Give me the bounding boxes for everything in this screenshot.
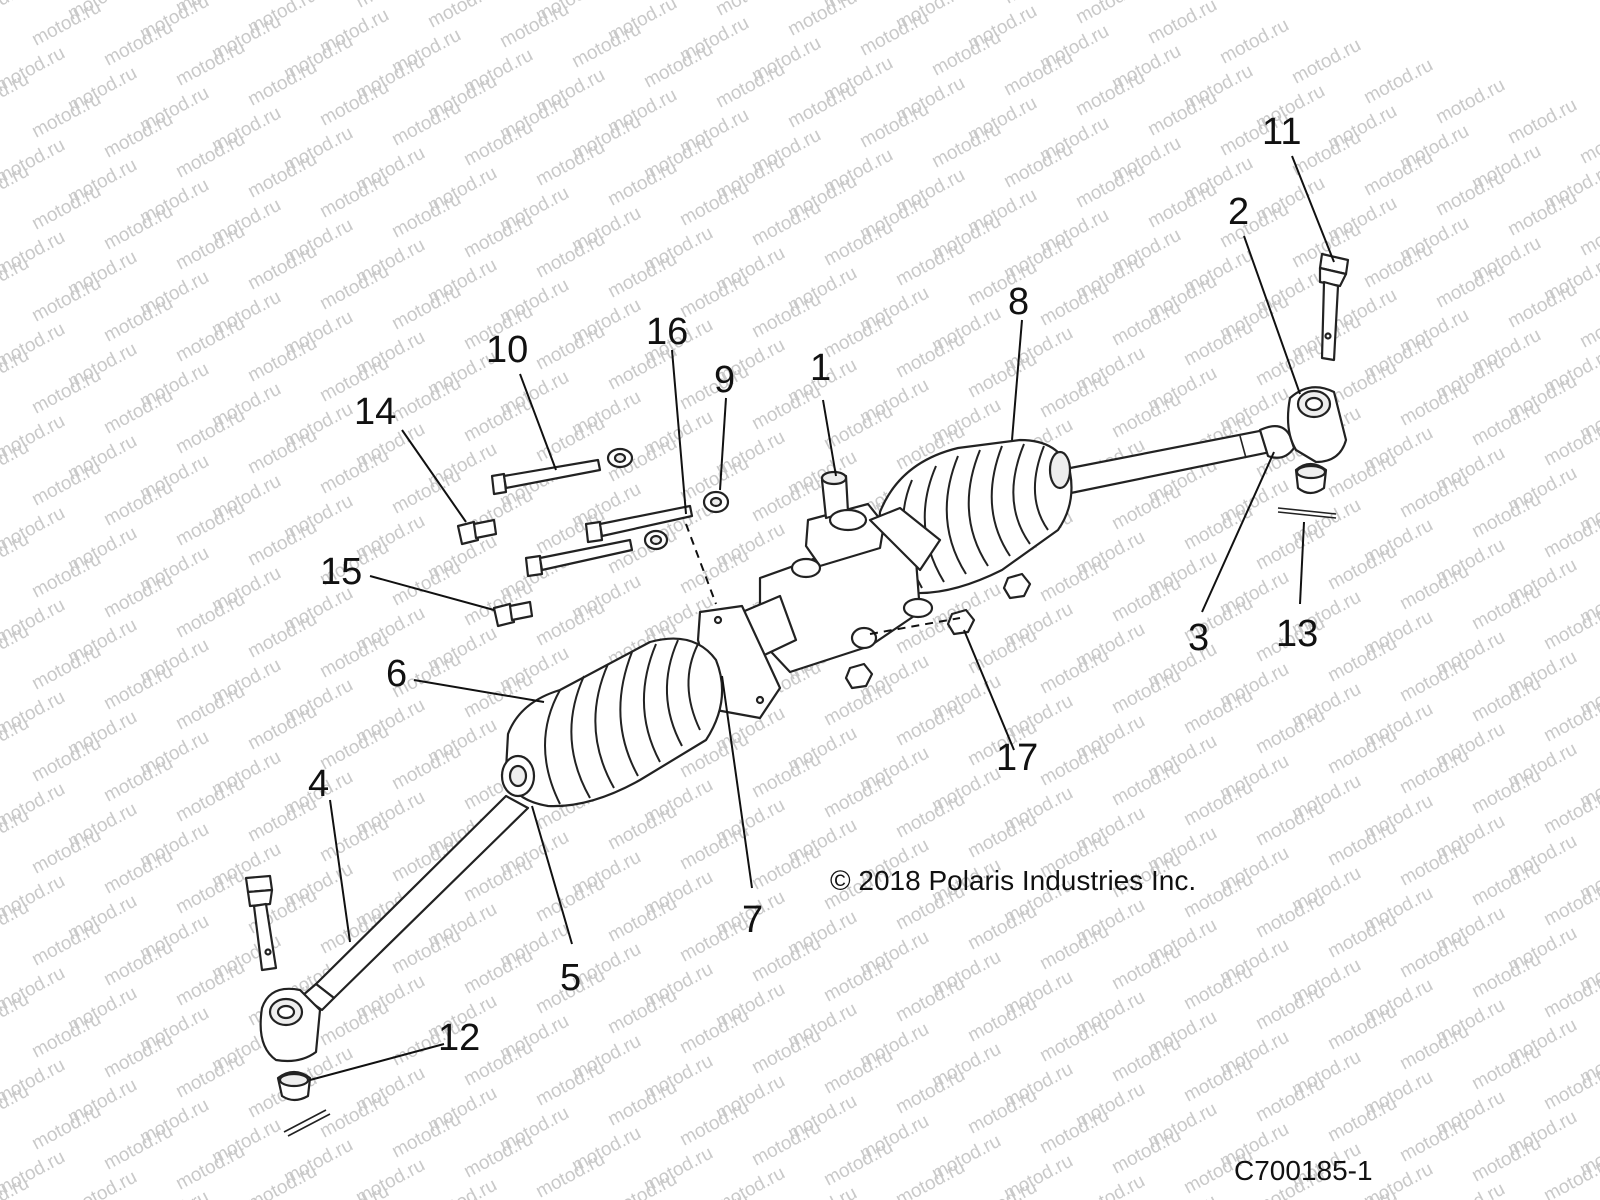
watermark-text: motod.ru xyxy=(1144,0,1220,48)
watermark-text: motod.ru xyxy=(1360,55,1436,109)
callout-labels: 1 2 3 4 5 6 7 8 9 10 11 12 13 14 15 16 1… xyxy=(308,111,1318,1059)
watermark-text: motod.ru xyxy=(1576,115,1600,169)
left-cotter-pin xyxy=(283,1109,331,1137)
left-tie-rod-end xyxy=(259,987,322,1063)
callout-1: 1 xyxy=(810,347,831,389)
watermark-text: motod.ru xyxy=(352,0,428,12)
callout-5: 5 xyxy=(560,957,581,999)
callout-3: 3 xyxy=(1188,617,1209,659)
parts-illustration xyxy=(244,252,1350,1137)
watermark-text: motod.ru xyxy=(0,0,33,30)
callout-10: 10 xyxy=(486,329,528,371)
callout-9: 9 xyxy=(714,359,735,401)
nuts-17 xyxy=(844,572,1032,690)
watermark-text: motod.ru xyxy=(1144,1191,1220,1200)
callout-2: 2 xyxy=(1228,191,1249,233)
callout-15: 15 xyxy=(320,551,362,593)
leader-lines xyxy=(309,155,1335,1081)
right-castle-nut xyxy=(1294,462,1328,495)
callout-13: 13 xyxy=(1276,613,1318,655)
callout-11: 11 xyxy=(1262,111,1301,153)
watermark-text: motod.ru xyxy=(244,1161,320,1200)
callout-4: 4 xyxy=(308,763,329,805)
diagram-code: C700185-1 xyxy=(1234,1155,1373,1186)
left-boot xyxy=(500,637,724,808)
callout-12: 12 xyxy=(438,1017,480,1059)
watermark-text: motod.ru xyxy=(1504,95,1580,149)
right-tie-rod-end xyxy=(1286,386,1348,464)
assembly-lines xyxy=(685,523,961,635)
watermark-text: motod.ru xyxy=(712,0,788,20)
callout-14: 14 xyxy=(354,391,396,433)
right-cotter-pin xyxy=(1277,507,1337,519)
left-castle-nut xyxy=(276,1070,312,1102)
watermark-text: motod.ru xyxy=(604,1169,680,1200)
watermark-text: motod.ru xyxy=(64,1167,140,1200)
callout-8: 8 xyxy=(1008,281,1029,323)
watermark-text: motod.ru xyxy=(424,0,500,32)
watermark-text: motod.ru xyxy=(136,1187,212,1200)
rack-housing xyxy=(758,470,942,674)
long-bolt-10 xyxy=(490,447,634,496)
watermark-text: motod.ru xyxy=(1432,1179,1508,1200)
copyright-text: © 2018 Polaris Industries Inc. xyxy=(830,865,1196,896)
watermark-text: motod.ru xyxy=(1576,207,1600,261)
lower-bolt xyxy=(524,529,669,578)
watermark-text: motod.ru xyxy=(1576,299,1600,353)
watermark-text: motod.ru xyxy=(1432,75,1508,129)
right-bolt xyxy=(1318,252,1350,362)
callout-17: 17 xyxy=(996,737,1038,779)
callout-7: 7 xyxy=(742,899,763,941)
callout-16: 16 xyxy=(646,311,688,353)
watermark-text: motod.ru xyxy=(1216,15,1292,69)
watermark-text: motod.ru xyxy=(784,0,860,40)
short-bolt-15 xyxy=(492,600,534,628)
callout-6: 6 xyxy=(386,653,407,695)
watermark-text: motod.ru xyxy=(1000,0,1076,8)
watermark-text: motod.ru xyxy=(1072,1171,1148,1200)
watermark-text: motod.ru xyxy=(784,1183,860,1200)
left-bolt xyxy=(244,874,278,972)
bolt-16 xyxy=(584,490,730,544)
watermark-text: motod.ru xyxy=(712,1163,788,1200)
watermark-text: motod.ru xyxy=(1072,0,1148,28)
watermark-text: motod.ru xyxy=(1288,35,1364,89)
watermark-text: motod.ru xyxy=(424,1175,500,1200)
short-bolt-14 xyxy=(456,518,498,546)
left-tie-rod xyxy=(300,794,530,1012)
watermark-text: motod.ru xyxy=(892,1157,968,1200)
